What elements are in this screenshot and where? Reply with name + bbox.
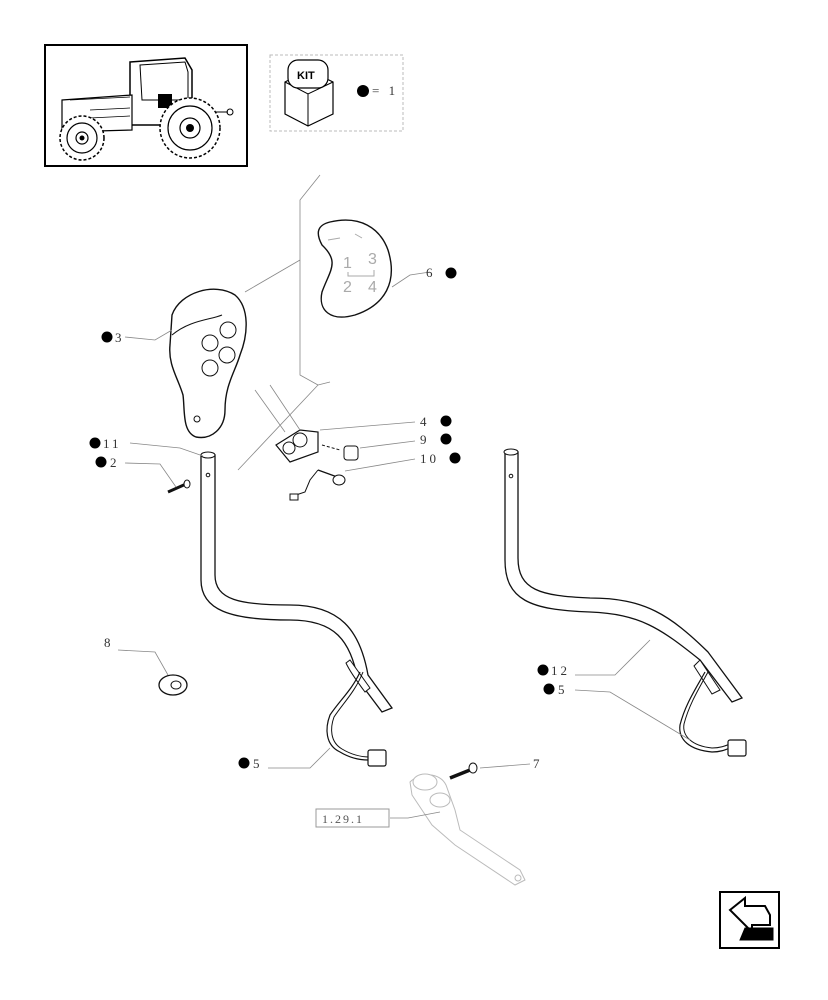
nav-arrow-button[interactable] <box>719 891 780 949</box>
washer-8 <box>158 674 188 696</box>
callout-9: 9 <box>420 432 452 447</box>
svg-text:7: 7 <box>533 756 543 771</box>
kit-legend: KIT = 1 <box>269 54 404 132</box>
ghost-shift-fork <box>409 773 526 886</box>
left-gear-lever <box>200 451 394 767</box>
kit-dot-icon <box>357 85 369 97</box>
screw-2 <box>167 479 191 494</box>
callout-11: 11 <box>89 436 122 451</box>
gear-1-label: 1 <box>343 255 352 272</box>
callout-5-right: 5 <box>543 682 568 697</box>
svg-text:10: 10 <box>420 451 439 466</box>
svg-text:6: 6 <box>426 265 436 280</box>
right-gear-lever <box>503 448 747 757</box>
callout-6: 6 <box>426 265 457 280</box>
svg-text:5: 5 <box>253 756 263 771</box>
tractor-thumbnail <box>44 44 248 167</box>
callout-12: 12 <box>537 663 570 678</box>
svg-text:4: 4 <box>420 414 430 429</box>
callout-10: 10 <box>420 451 461 466</box>
svg-text:8: 8 <box>104 635 114 650</box>
reference-link[interactable]: 1.29.1 <box>322 812 364 826</box>
gear-2-label: 2 <box>343 279 352 296</box>
gear-4-label: 4 <box>368 279 377 296</box>
gear-3-label: 3 <box>368 251 377 268</box>
bolt-7 <box>449 762 478 780</box>
callout-2: 2 <box>95 455 120 470</box>
svg-text:11: 11 <box>103 436 122 451</box>
callout-7: 7 <box>533 756 543 771</box>
gear-pattern-plate: 1 3 2 4 <box>317 219 392 318</box>
svg-text:5: 5 <box>558 682 568 697</box>
svg-text:12: 12 <box>551 663 570 678</box>
svg-text:9: 9 <box>420 432 430 447</box>
leader-lines <box>117 271 691 819</box>
reference-box[interactable]: 1.29.1 <box>315 808 390 828</box>
callout-5-left: 5 <box>238 756 263 771</box>
svg-text:2: 2 <box>110 455 120 470</box>
gear-lever-knob <box>169 288 247 439</box>
switch-assembly <box>275 429 359 501</box>
exploded-view-guides <box>237 174 331 471</box>
callout-4: 4 <box>420 414 452 429</box>
kit-label: KIT <box>297 70 315 82</box>
svg-text:3: 3 <box>115 330 125 345</box>
callout-3: 3 <box>101 330 125 345</box>
kit-equals-text: = 1 <box>372 83 398 98</box>
callout-8: 8 <box>104 635 114 650</box>
